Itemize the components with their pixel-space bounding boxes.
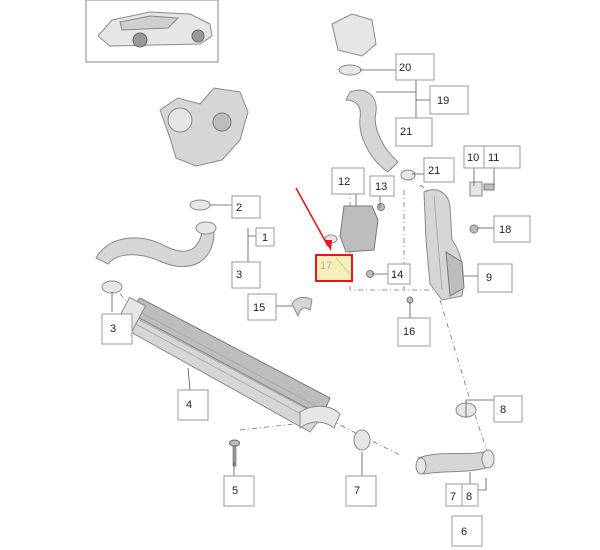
callout-11[interactable]: 11 — [483, 145, 521, 169]
callout-3-upper-label: 3 — [236, 269, 242, 281]
clamp-7-middle[interactable] — [353, 429, 371, 451]
callout-1-label: 1 — [262, 232, 268, 244]
callout-5[interactable]: 5 — [223, 475, 255, 507]
callout-10[interactable]: 10 — [463, 145, 485, 169]
callout-12[interactable]: 12 — [331, 167, 365, 195]
clamp-2[interactable] — [189, 199, 211, 211]
callout-9-label: 9 — [486, 272, 492, 284]
clamp-21[interactable] — [400, 169, 416, 181]
valve-12[interactable] — [339, 205, 379, 253]
sensor-10[interactable] — [469, 181, 495, 197]
callout-21-upper-label: 21 — [400, 126, 412, 138]
throttle-housing[interactable] — [331, 13, 377, 57]
callout-15-label: 15 — [253, 302, 265, 314]
callout-3-lower[interactable]: 3 — [101, 313, 133, 345]
callout-1[interactable]: 1 — [255, 227, 275, 247]
callout-6-label: 6 — [461, 526, 467, 538]
callout-2-label: 2 — [236, 202, 242, 214]
charge-pipe-upper[interactable] — [345, 89, 399, 173]
callout-7-lower-label: 7 — [450, 491, 456, 503]
callout-19-label: 19 — [437, 95, 449, 107]
callout-8-lower-label: 8 — [466, 491, 472, 503]
callout-7-middle[interactable]: 7 — [345, 475, 377, 507]
callout-17-highlight[interactable]: 17 — [315, 254, 353, 282]
callout-14[interactable]: 14 — [387, 263, 411, 285]
callout-21-lower-label: 21 — [428, 165, 440, 177]
clamp-3-left[interactable] — [101, 280, 123, 294]
callout-16[interactable]: 16 — [397, 317, 431, 347]
callout-11-label: 11 — [488, 152, 499, 164]
callout-8-upper[interactable]: 8 — [493, 395, 523, 423]
callout-7-lower[interactable]: 7 — [445, 483, 463, 507]
charge-air-pipe[interactable] — [423, 189, 465, 301]
callout-2[interactable]: 2 — [231, 195, 261, 219]
charge-hose-upper[interactable] — [95, 221, 217, 267]
callout-12-label: 12 — [338, 176, 350, 188]
callout-21-upper[interactable]: 21 — [395, 117, 433, 147]
intercooler[interactable] — [115, 296, 341, 433]
callout-4[interactable]: 4 — [177, 389, 209, 421]
callout-7-middle-label: 7 — [354, 485, 360, 497]
seal-20[interactable] — [338, 64, 362, 76]
callout-3-lower-label: 3 — [110, 323, 116, 335]
callout-5-label: 5 — [232, 485, 238, 497]
callout-6[interactable]: 6 — [451, 515, 483, 547]
callout-13-label: 13 — [375, 181, 387, 193]
vehicle-thumbnail[interactable] — [85, 0, 219, 63]
callout-15[interactable]: 15 — [247, 293, 277, 321]
callout-4-label: 4 — [186, 399, 192, 411]
callout-10-label: 10 — [467, 152, 479, 164]
turbocharger[interactable] — [159, 87, 249, 167]
highlight-arrow — [295, 187, 332, 251]
callout-16-label: 16 — [403, 326, 415, 338]
callout-9[interactable]: 9 — [477, 263, 513, 293]
callout-20-label: 20 — [399, 62, 411, 74]
callout-21-lower[interactable]: 21 — [423, 157, 455, 183]
bolt-18[interactable] — [469, 224, 479, 234]
callout-20[interactable]: 20 — [395, 53, 435, 81]
callout-18[interactable]: 18 — [493, 215, 531, 243]
callout-8-lower[interactable]: 8 — [461, 483, 479, 507]
callout-8-upper-label: 8 — [500, 404, 506, 416]
bolt-13[interactable] — [377, 203, 385, 211]
callout-3-upper[interactable]: 3 — [231, 261, 261, 289]
charge-hose-lower[interactable] — [415, 449, 495, 475]
bolt-5[interactable] — [229, 439, 240, 467]
callout-14-label: 14 — [391, 269, 403, 281]
callout-17-label: 17 — [320, 260, 332, 272]
callout-13[interactable]: 13 — [369, 175, 395, 197]
callout-19[interactable]: 19 — [429, 85, 469, 115]
callout-18-label: 18 — [499, 224, 511, 236]
hose-15[interactable] — [291, 296, 313, 318]
